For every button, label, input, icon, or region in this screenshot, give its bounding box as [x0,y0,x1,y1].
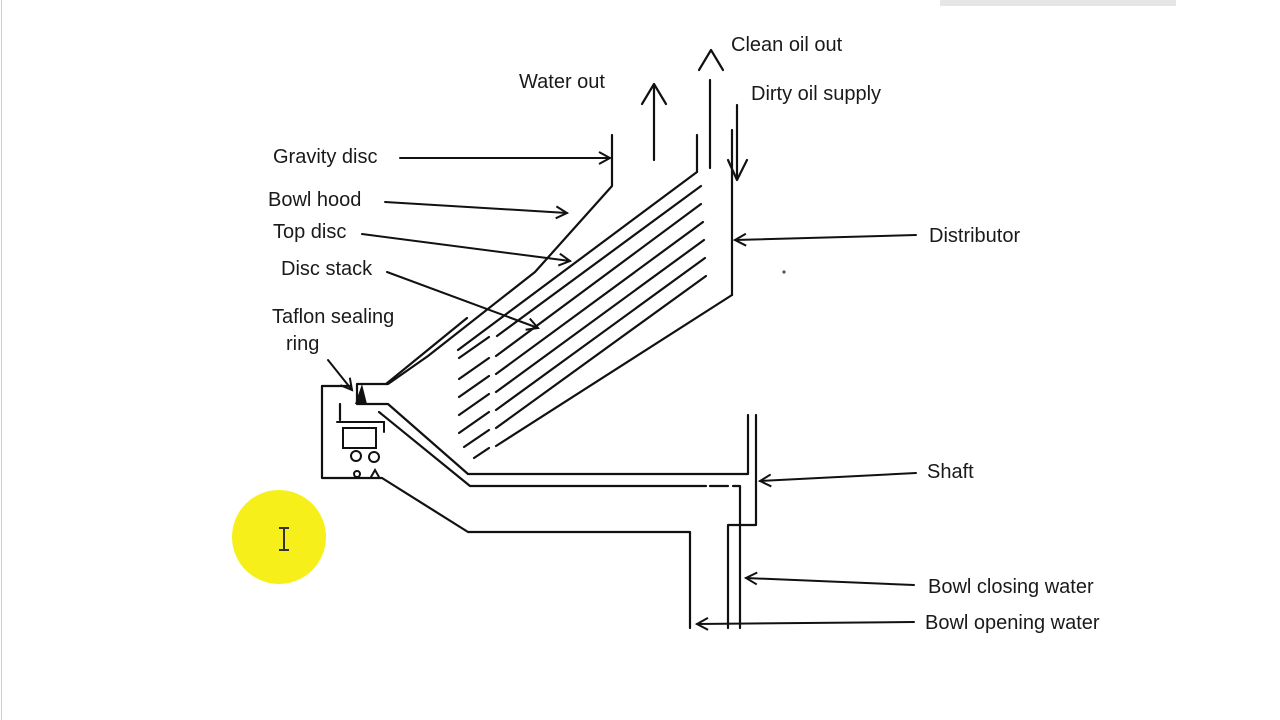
top-strip [940,0,1176,6]
clean-oil-out-arrow [697,48,725,72]
bowl-opening-water-arrow [697,622,915,624]
stray-dot [782,270,786,274]
label-water-out: Water out [519,71,605,93]
labels: Clean oil out Water out Dirty oil supply… [268,34,1100,634]
disc-stack-arrow [386,271,538,328]
label-gravity-disc: Gravity disc [273,146,377,168]
label-shaft: Shaft [927,461,974,483]
label-ring: ring [286,333,319,355]
label-bowl-opening-water: Bowl opening water [925,612,1100,634]
label-top-disc: Top disc [273,221,346,243]
distributor-arrow [735,235,917,240]
cursor-highlight [232,490,326,584]
label-distributor: Distributor [929,225,1020,247]
shaft-arrow [760,472,917,481]
label-clean-oil-out: Clean oil out [731,34,843,56]
label-bowl-hood: Bowl hood [268,189,361,211]
bowl-hood-arrow [384,201,567,213]
text-cursor-icon [279,527,289,551]
outlet-tubes [695,78,734,297]
water-out-arrow [640,82,668,162]
label-dirty-oil-supply: Dirty oil supply [751,83,881,105]
bowl-closing-water-arrow [746,578,915,586]
label-bowl-closing-water: Bowl closing water [928,576,1094,598]
leader-arrows [327,158,917,624]
disc-stack [456,170,734,460]
label-disc-stack: Disc stack [281,258,373,280]
left-edge-line [1,0,2,720]
bowl-outline [320,133,758,630]
sealing-ring-arrow [327,359,352,390]
top-disc-arrow [361,233,570,261]
dirty-oil-supply-arrow [726,103,749,182]
sealing-ring-detail [336,384,385,478]
flow-arrows [640,48,749,182]
label-taflon-sealing: Taflon sealing [272,306,394,328]
